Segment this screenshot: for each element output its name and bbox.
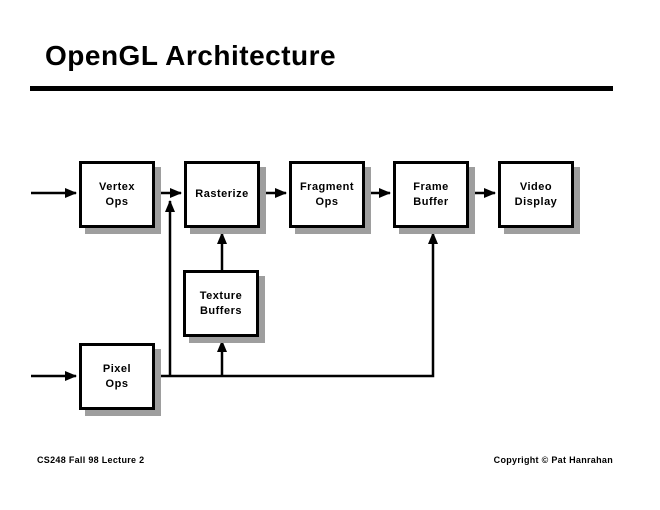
node-video-display: Video Display	[498, 161, 574, 228]
node-fragment-ops: Fragment Ops	[289, 161, 365, 228]
footer-copyright-label: Copyright © Pat Hanrahan	[493, 455, 613, 465]
title-underline	[30, 86, 613, 91]
edge-pixel-ops-to-frame-buffer	[155, 232, 438, 378]
footer-course-label: CS248 Fall 98 Lecture 2	[37, 455, 145, 465]
node-pixel-ops: Pixel Ops	[79, 343, 155, 410]
node-rasterize: Rasterize	[184, 161, 260, 228]
page-title: OpenGL Architecture	[45, 40, 337, 71]
node-frame-buffer: Frame Buffer	[393, 161, 469, 228]
node-vertex-ops: Vertex Ops	[79, 161, 155, 228]
node-texture-buffers: Texture Buffers	[183, 270, 259, 337]
